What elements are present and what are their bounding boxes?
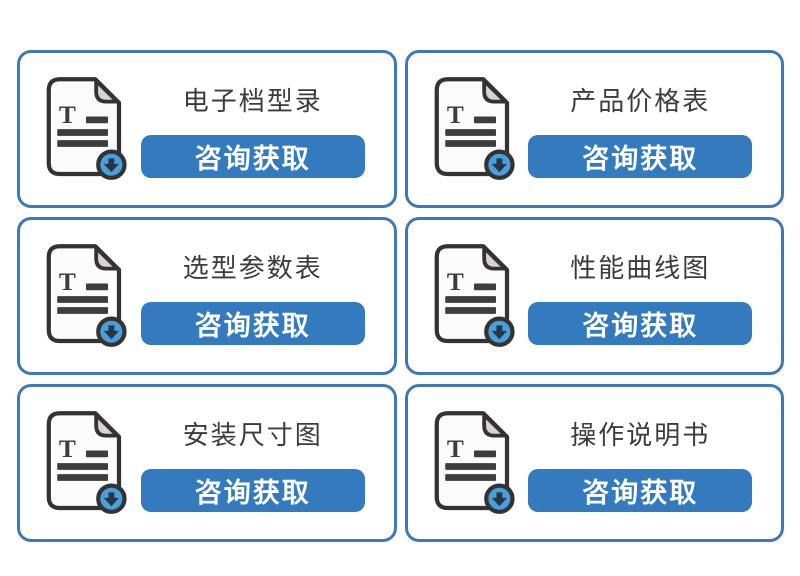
consult-button[interactable]: 咨询获取 — [528, 468, 753, 512]
document-letter: T — [446, 101, 463, 129]
download-arrow-icon — [491, 158, 507, 173]
consult-button[interactable]: 咨询获取 — [140, 134, 365, 178]
download-arrow-icon — [103, 325, 119, 340]
download-arrow-icon — [103, 158, 119, 173]
card-content: 选型参数表 咨询获取 — [130, 248, 376, 345]
card-content: 电子档型录 咨询获取 — [130, 81, 376, 178]
card-title: 选型参数表 — [182, 252, 323, 283]
consult-button[interactable]: 咨询获取 — [140, 468, 365, 512]
consult-button[interactable]: 咨询获取 — [140, 301, 365, 345]
resource-card: T 安装尺寸图 咨询获取 — [17, 384, 397, 542]
resource-card-grid: T 电子档型录 咨询获取 T — [17, 50, 784, 542]
document-letter: T — [446, 435, 463, 463]
download-arrow-icon — [491, 325, 507, 340]
page: T 电子档型录 咨询获取 T — [17, 50, 784, 542]
card-title: 产品价格表 — [570, 85, 711, 116]
document-download-icon: T — [42, 75, 130, 185]
resource-card: T 性能曲线图 咨询获取 — [404, 217, 784, 375]
card-title: 性能曲线图 — [570, 252, 711, 283]
card-content: 产品价格表 咨询获取 — [518, 81, 764, 178]
card-title: 安装尺寸图 — [182, 419, 323, 450]
card-content: 操作说明书 咨询获取 — [518, 415, 764, 512]
resource-card: T 产品价格表 咨询获取 — [404, 50, 784, 208]
document-download-icon: T — [430, 409, 518, 519]
resource-card: T 选型参数表 咨询获取 — [17, 217, 397, 375]
resource-card: T 电子档型录 咨询获取 — [17, 50, 397, 208]
consult-button[interactable]: 咨询获取 — [528, 301, 753, 345]
document-letter: T — [446, 268, 463, 296]
download-arrow-icon — [491, 492, 507, 507]
document-download-icon: T — [430, 242, 518, 352]
document-letter: T — [59, 268, 76, 296]
document-download-icon: T — [430, 75, 518, 185]
download-arrow-icon — [103, 492, 119, 507]
document-download-icon: T — [42, 409, 130, 519]
card-content: 性能曲线图 咨询获取 — [518, 248, 764, 345]
document-letter: T — [59, 435, 76, 463]
card-title: 操作说明书 — [570, 419, 711, 450]
document-download-icon: T — [42, 242, 130, 352]
resource-card: T 操作说明书 咨询获取 — [404, 384, 784, 542]
card-content: 安装尺寸图 咨询获取 — [130, 415, 376, 512]
document-letter: T — [59, 101, 76, 129]
consult-button[interactable]: 咨询获取 — [528, 134, 753, 178]
card-title: 电子档型录 — [182, 85, 323, 116]
